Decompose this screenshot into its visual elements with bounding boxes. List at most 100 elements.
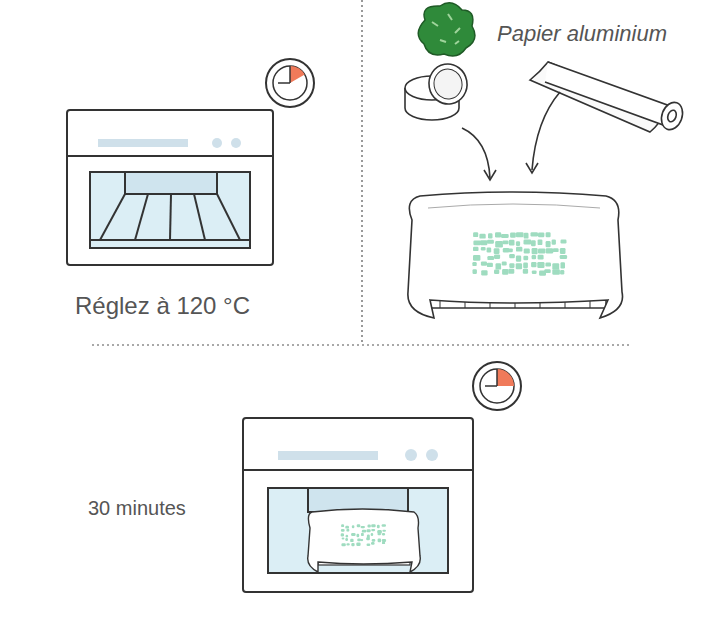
herb-dot: [361, 539, 364, 541]
herb-dot: [481, 247, 486, 251]
herb-dot: [524, 240, 532, 245]
herb-dot: [516, 241, 520, 246]
cannabis-bud: [418, 3, 475, 56]
herb-dot: [561, 262, 566, 268]
oven: [243, 418, 473, 592]
herb-dot: [382, 524, 386, 527]
herb-dot: [473, 247, 479, 251]
herb-dot: [366, 537, 370, 540]
herb-dot: [487, 240, 494, 244]
herb-dot: [382, 542, 385, 544]
herb-dot: [531, 240, 536, 246]
herb-dot: [382, 539, 386, 542]
duration-label: 30 minutes: [88, 497, 186, 519]
herb-dot: [538, 233, 544, 238]
foil-roll: [530, 62, 686, 133]
herb-dot: [532, 255, 537, 259]
herb-dot: [516, 256, 521, 262]
herb-dot: [561, 240, 567, 244]
herb-dot: [361, 526, 366, 528]
herb-dot: [345, 526, 349, 529]
herb-dot: [488, 233, 493, 238]
herb-dot: [346, 535, 349, 538]
herb-dot: [494, 270, 499, 274]
herb-dot: [523, 256, 528, 261]
herb-dot: [350, 539, 353, 542]
herb-dot: [516, 247, 522, 252]
herb-dot: [502, 269, 508, 275]
herb-dot: [487, 263, 493, 267]
herb-dot: [367, 529, 371, 532]
herb-dot: [378, 539, 382, 543]
herb-dot: [560, 248, 566, 254]
herb-dot: [473, 269, 477, 274]
herb-dot: [341, 529, 345, 532]
herb-dot: [481, 270, 487, 275]
timer-icon: [473, 362, 521, 410]
herb-dot: [546, 241, 551, 247]
herb-dot: [346, 529, 349, 532]
herb-dot: [538, 239, 543, 245]
herb-dot: [341, 524, 344, 527]
herb-dot: [342, 538, 345, 540]
herb-dot: [487, 248, 492, 253]
herb-dot: [345, 538, 348, 541]
herb-dot: [351, 543, 354, 546]
foil-tray: [408, 192, 623, 318]
herb-dot: [560, 270, 564, 274]
herb-dot: [510, 232, 516, 237]
herb-dot: [552, 269, 560, 274]
divider: [361, 0, 362, 345]
herb-dot: [508, 248, 513, 252]
herb-dot: [523, 263, 528, 269]
herb-dot: [473, 241, 481, 246]
herb-dot: [481, 261, 487, 265]
grinder: [405, 61, 470, 120]
herb-dot: [495, 241, 503, 247]
herb-dot: [531, 232, 539, 236]
herb-dot: [532, 248, 538, 254]
herb-dot: [495, 232, 501, 237]
temperature-label: Réglez à 120 °C: [75, 293, 250, 319]
herb-dot: [509, 240, 515, 246]
herb-dot: [473, 232, 478, 237]
herb-dot: [378, 533, 382, 535]
herb-dot: [532, 270, 537, 274]
oven: [67, 110, 273, 265]
herb-dot: [357, 539, 361, 542]
herb-dot: [546, 248, 554, 253]
herb-dot: [502, 262, 507, 266]
herb-dot: [487, 256, 494, 260]
herb-dot: [509, 254, 515, 258]
herb-dot: [352, 525, 355, 528]
herb-dot: [371, 542, 375, 545]
herb-dot: [524, 249, 530, 254]
herb-dot: [472, 262, 476, 266]
herb-dot: [523, 269, 528, 274]
herb-dot: [473, 255, 480, 261]
timer-icon: [266, 59, 314, 107]
herb-dot: [371, 533, 374, 536]
herb-dot: [552, 240, 556, 245]
ground-herb: [341, 232, 567, 546]
foil-tray: [308, 509, 421, 572]
herb-dot: [346, 543, 349, 545]
herb-dot: [494, 254, 500, 259]
herb-dot: [531, 262, 536, 267]
herb-dot: [357, 534, 360, 538]
herb-dot: [382, 533, 385, 536]
herb-dot: [509, 263, 514, 268]
herb-dot: [537, 262, 544, 268]
herb-dot: [496, 263, 502, 269]
herb-dot: [516, 232, 524, 237]
herb-dot: [501, 234, 509, 238]
arrow: [462, 92, 560, 180]
herb-dot: [553, 248, 559, 252]
herb-dot: [362, 530, 367, 533]
herb-dot: [545, 263, 551, 267]
herb-dot: [351, 533, 356, 536]
herb-dot: [372, 539, 376, 542]
herb-dot: [356, 543, 360, 546]
herb-dot: [480, 240, 487, 245]
herb-dot: [538, 249, 545, 254]
